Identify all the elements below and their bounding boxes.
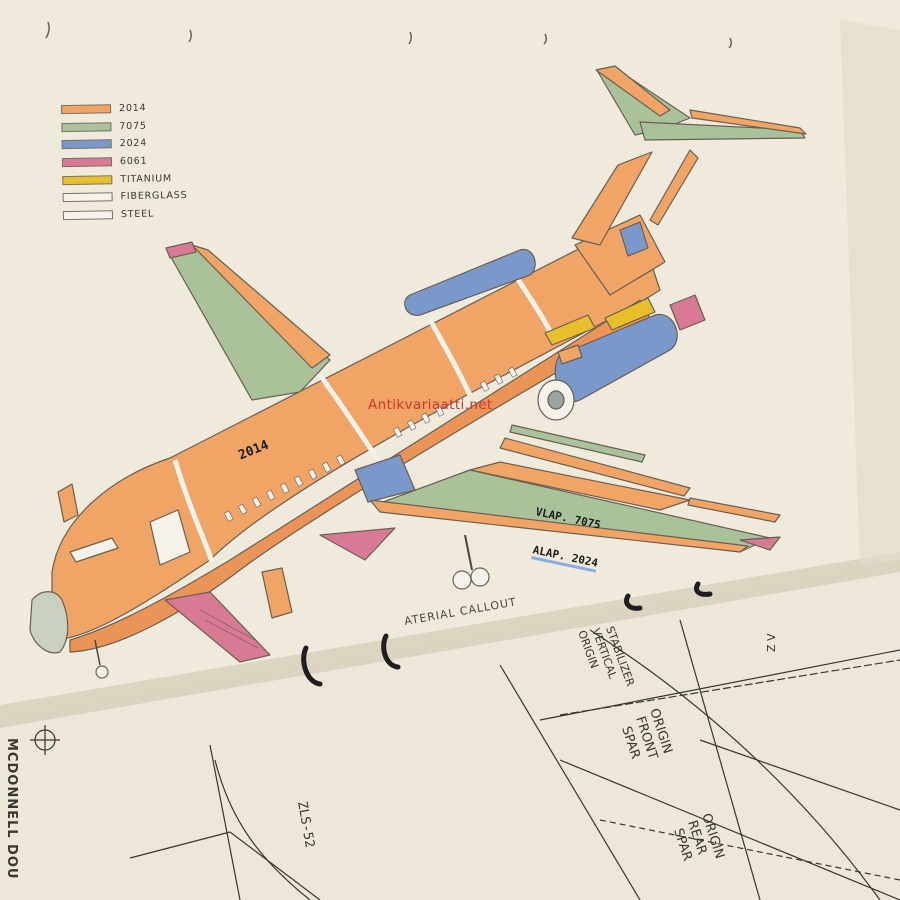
forward-stairs — [164, 591, 271, 663]
page-edge-shadow — [0, 552, 900, 728]
fuselage-belly — [69, 299, 651, 653]
elevator-tip — [689, 109, 807, 135]
legend-swatch — [62, 192, 113, 203]
legend-row: 6061 — [61, 152, 187, 172]
pink-wing-fairing — [319, 527, 396, 561]
legend-swatch — [61, 104, 112, 115]
legend-row: 7075 — [61, 117, 186, 137]
legend-swatch — [62, 174, 113, 185]
legend-label: 7075 — [119, 120, 147, 132]
titanium-panel-1 — [544, 314, 596, 346]
far-engine — [404, 249, 536, 316]
spoiler-strip — [509, 424, 646, 463]
cargo-door — [261, 567, 293, 619]
watermark: Antikvariaatti.net — [368, 397, 493, 413]
top-page-marks — [45, 21, 733, 49]
vertical-stabilizer — [571, 151, 653, 246]
legend-label: STEEL — [120, 208, 155, 220]
wing-root — [354, 454, 416, 503]
binder-rings — [301, 581, 713, 687]
window-row — [224, 366, 518, 522]
dimension-label-zv: Z V — [765, 633, 778, 652]
lower-page — [0, 560, 900, 900]
legend-swatch — [61, 122, 112, 132]
legend-row: TITANIUM — [62, 169, 187, 189]
engine-exhaust — [669, 294, 706, 331]
rudder — [649, 149, 699, 226]
aircraft-exploded-view — [29, 65, 807, 679]
main-landing-gear — [452, 534, 490, 590]
nose-landing-gear — [94, 639, 109, 679]
legend-label: 2024 — [119, 138, 148, 150]
legend-row: 2024 — [61, 134, 187, 154]
spine-text: MCDONNELL DOU — [4, 738, 19, 879]
left-wing-flap — [191, 244, 331, 369]
small-panel — [557, 344, 583, 365]
left-wingtip — [165, 241, 197, 259]
titanium-panel-2 — [604, 297, 656, 331]
door-panel — [57, 483, 79, 523]
near-engine — [554, 313, 678, 403]
elevator — [639, 121, 806, 141]
tail-cone-blue — [619, 221, 649, 257]
technical-drawing — [30, 619, 900, 900]
stabilizer-leading-edge — [595, 65, 671, 117]
door-frame — [149, 509, 191, 566]
legend-row: 2014 — [61, 99, 186, 119]
cockpit-windows — [69, 537, 119, 563]
wingtip-flap — [687, 497, 781, 523]
legend-swatch — [61, 139, 112, 150]
legend-label: FIBERGLASS — [120, 190, 188, 203]
legend-label: 6061 — [119, 155, 148, 168]
legend-row: FIBERGLASS — [62, 187, 188, 207]
legend-label: 2014 — [118, 102, 147, 115]
wing-tip-pink — [739, 536, 781, 551]
legend-swatch — [61, 157, 113, 168]
legend-label: TITANIUM — [120, 172, 173, 185]
right-wing-leading-edge — [369, 499, 749, 553]
nose-cone — [29, 591, 69, 654]
right-page-shade — [840, 20, 900, 565]
legend-swatch — [62, 210, 114, 220]
legend-row: STEEL — [62, 204, 188, 224]
trailing-flap — [499, 437, 691, 497]
